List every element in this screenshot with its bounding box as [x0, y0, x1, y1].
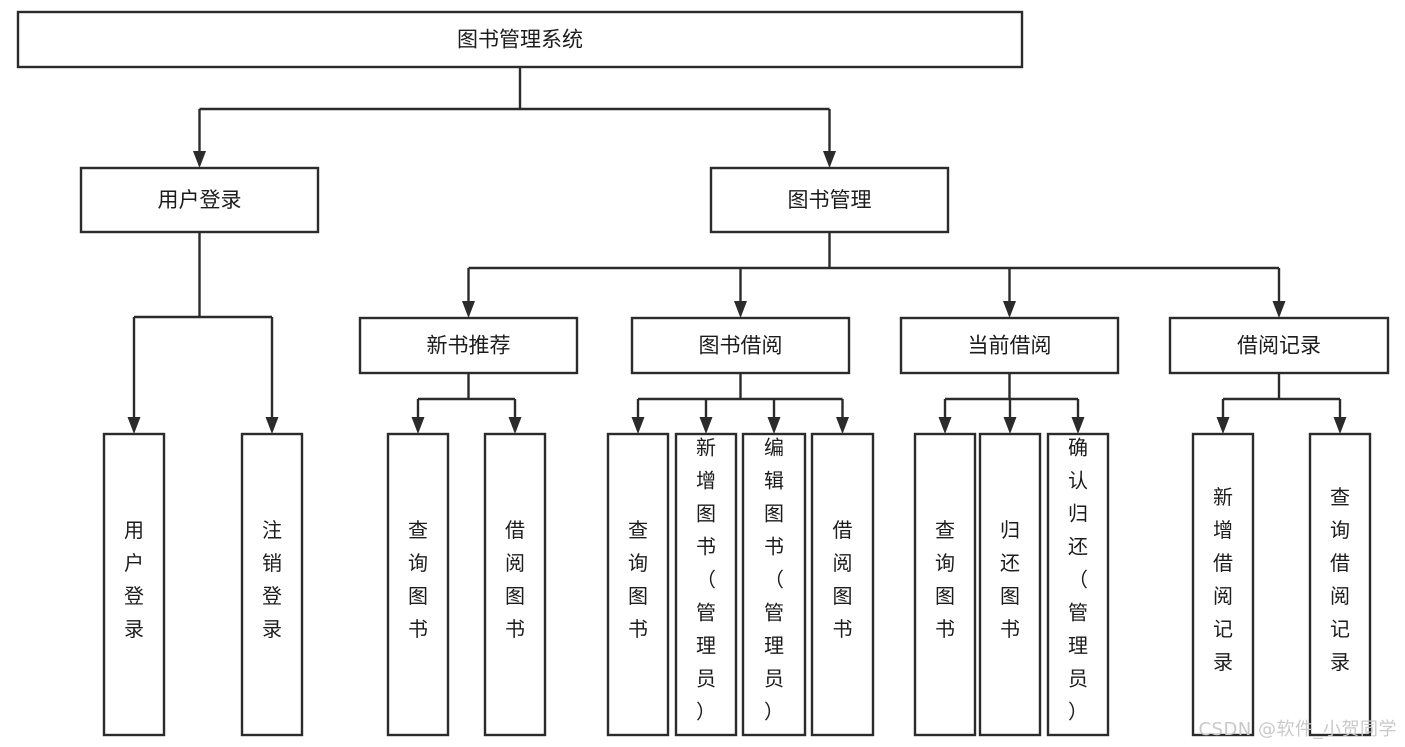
node-box-leaf-return-book[interactable]: [978, 432, 1042, 737]
node-box-leaf-borrow-book-rec[interactable]: [483, 432, 547, 737]
node-box-leaf-add-book[interactable]: [674, 432, 738, 737]
node-leaf-query-book-cur[interactable]: 查询图书: [913, 432, 977, 737]
edge-arrowhead: [1003, 301, 1016, 318]
edge-arrowhead: [836, 417, 849, 434]
node-leaf-borrow-book[interactable]: 借阅图书: [810, 432, 875, 737]
edge-arrowhead: [699, 417, 713, 434]
node-label-leaf-query-book-rec: 查询图书: [408, 518, 428, 641]
node-label-leaf-edit-book: 编辑图书（管理员）: [764, 436, 784, 724]
edge-arrowhead: [1071, 417, 1085, 434]
node-current-borrow[interactable]: 当前借阅: [899, 316, 1120, 375]
node-box-book-borrow[interactable]: [630, 316, 851, 375]
node-leaf-query-book-borrow[interactable]: 查询图书: [606, 432, 670, 737]
node-book-borrow[interactable]: 图书借阅: [630, 316, 851, 375]
node-new-book-recommend[interactable]: 新书推荐: [358, 316, 579, 375]
nodes-layer: 图书管理系统用户登录图书管理新书推荐图书借阅当前借阅借阅记录用户登录注销登录查询…: [16, 10, 1390, 737]
node-label-new-book-recommend: 新书推荐: [427, 334, 511, 358]
node-box-leaf-query-record[interactable]: [1308, 432, 1372, 737]
node-label-leaf-borrow-book: 借阅图书: [833, 518, 853, 641]
node-leaf-query-book-rec[interactable]: 查询图书: [386, 432, 450, 737]
node-leaf-edit-book[interactable]: 编辑图书（管理员）: [741, 432, 807, 737]
edge-arrowhead: [767, 417, 781, 434]
node-label-book-management: 图书管理: [788, 188, 872, 212]
node-leaf-user-login[interactable]: 用户登录: [102, 432, 166, 737]
node-label-leaf-user-login: 用户登录: [124, 518, 144, 641]
node-box-leaf-query-book-rec[interactable]: [386, 432, 450, 737]
node-box-leaf-user-login[interactable]: [102, 432, 166, 737]
node-box-leaf-query-book-cur[interactable]: [913, 432, 977, 737]
node-borrow-record[interactable]: 借阅记录: [1168, 316, 1390, 375]
node-box-leaf-add-record[interactable]: [1191, 432, 1255, 737]
edge-arrowhead: [823, 151, 836, 168]
node-leaf-logout[interactable]: 注销登录: [240, 432, 304, 737]
node-user-login[interactable]: 用户登录: [79, 166, 320, 234]
node-leaf-add-record[interactable]: 新增借阅记录: [1191, 432, 1255, 737]
node-label-leaf-borrow-book-rec: 借阅图书: [505, 518, 525, 641]
edge-arrowhead: [462, 301, 475, 318]
node-book-management[interactable]: 图书管理: [709, 166, 950, 234]
node-box-leaf-borrow-book[interactable]: [810, 432, 875, 737]
node-box-leaf-confirm-return[interactable]: [1046, 432, 1110, 737]
node-leaf-borrow-book-rec[interactable]: 借阅图书: [483, 432, 547, 737]
node-label-leaf-query-book-cur: 查询图书: [935, 518, 955, 641]
node-label-leaf-query-record: 查询借阅记录: [1330, 485, 1350, 674]
edge-arrowhead: [508, 417, 522, 434]
node-box-borrow-record[interactable]: [1168, 316, 1390, 375]
node-label-book-borrow: 图书借阅: [699, 334, 783, 358]
node-label-leaf-add-book: 新增图书（管理员）: [696, 436, 716, 724]
edges-layer: [127, 67, 1347, 434]
edge-arrowhead: [1272, 301, 1286, 318]
node-label-leaf-query-book-borrow: 查询图书: [628, 518, 648, 641]
node-box-root[interactable]: [16, 10, 1024, 69]
edge-arrowhead: [127, 417, 141, 434]
edge-arrowhead: [265, 417, 279, 434]
edge-arrowhead: [734, 301, 747, 318]
edge-arrowhead: [1003, 417, 1017, 434]
node-box-user-login[interactable]: [79, 166, 320, 234]
edge-arrowhead: [938, 417, 952, 434]
node-box-leaf-logout[interactable]: [240, 432, 304, 737]
node-label-leaf-confirm-return: 确认归还（管理员）: [1068, 436, 1088, 724]
edge-arrowhead: [1333, 417, 1347, 434]
node-label-leaf-add-record: 新增借阅记录: [1213, 485, 1233, 674]
node-box-new-book-recommend[interactable]: [358, 316, 579, 375]
node-label-current-borrow: 当前借阅: [968, 334, 1052, 358]
node-leaf-confirm-return[interactable]: 确认归还（管理员）: [1046, 432, 1110, 737]
node-label-user-login: 用户登录: [158, 188, 242, 212]
edge-arrowhead: [631, 417, 645, 434]
edge-arrowhead: [411, 417, 425, 434]
node-label-root: 图书管理系统: [457, 28, 583, 52]
edge-arrowhead: [1216, 417, 1230, 434]
csdn-watermark: CSDN @软件_小贺同学: [1198, 719, 1397, 740]
node-label-borrow-record: 借阅记录: [1237, 334, 1321, 358]
node-label-leaf-logout: 注销登录: [262, 518, 282, 641]
node-box-leaf-query-book-borrow[interactable]: [606, 432, 670, 737]
node-leaf-query-record[interactable]: 查询借阅记录: [1308, 432, 1372, 737]
node-box-book-management[interactable]: [709, 166, 950, 234]
node-label-leaf-return-book: 归还图书: [1000, 518, 1020, 641]
node-leaf-return-book[interactable]: 归还图书: [978, 432, 1042, 737]
node-box-current-borrow[interactable]: [899, 316, 1120, 375]
node-box-leaf-edit-book[interactable]: [741, 432, 807, 737]
node-leaf-add-book[interactable]: 新增图书（管理员）: [674, 432, 738, 737]
edge-arrowhead: [193, 151, 206, 168]
node-root[interactable]: 图书管理系统: [16, 10, 1024, 69]
